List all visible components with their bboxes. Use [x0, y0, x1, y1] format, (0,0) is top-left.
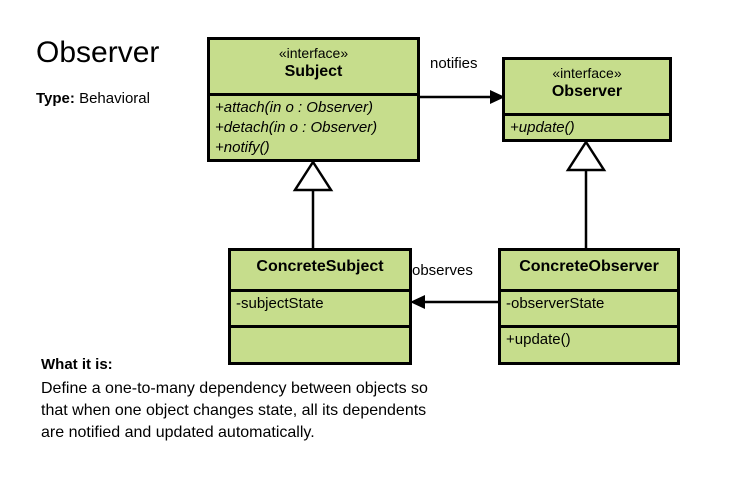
- association-observes: [410, 295, 498, 309]
- operation-attach: +attach(in o : Observer): [215, 99, 373, 116]
- class-name-concreteobserver: ConcreteObserver: [519, 258, 659, 275]
- operation-detach: +detach(in o : Observer): [215, 119, 378, 136]
- association-notifies: [420, 90, 505, 104]
- class-box-concretesubject[interactable]: ConcreteSubject -subjectState: [228, 248, 412, 365]
- page-title: Observer: [36, 36, 160, 69]
- operation-update-observer: +update(): [510, 119, 575, 136]
- stereotype-subject: «interface»: [278, 45, 349, 61]
- class-box-observer[interactable]: «interface» Observer +update(): [502, 57, 672, 142]
- pattern-type-label: Type:: [36, 90, 75, 107]
- pattern-type-line: Type: Behavioral: [36, 90, 150, 108]
- description-text: Define a one-to-many dependency between …: [41, 380, 428, 441]
- attributes-compartment-concreteobserver: -observerState: [501, 289, 677, 325]
- stereotype-observer: «interface»: [552, 65, 622, 81]
- operations-compartment-concreteobserver: +update(): [501, 325, 677, 368]
- operations-compartment-concretesubject: [231, 325, 409, 368]
- description-heading: What it is:: [41, 356, 113, 373]
- attributes-compartment-concretesubject: -subjectState: [231, 289, 409, 325]
- class-name-concretesubject: ConcreteSubject: [256, 258, 384, 275]
- operation-update-concreteobserver: +update(): [506, 331, 571, 348]
- pattern-type-value: Behavioral: [79, 90, 150, 107]
- class-box-concreteobserver[interactable]: ConcreteObserver -observerState +update(…: [498, 248, 680, 365]
- class-name-subject: Subject: [284, 63, 343, 80]
- operations-compartment-observer: +update(): [505, 113, 669, 145]
- class-box-subject[interactable]: «interface» Subject +attach(in o : Obser…: [207, 37, 420, 162]
- class-name-observer: Observer: [551, 83, 623, 100]
- generalization-concreteobserver-to-observer: [565, 139, 607, 248]
- class-header-observer: «interface» Observer: [505, 60, 669, 113]
- attribute-subjectstate: -subjectState: [236, 295, 324, 312]
- operation-notify: +notify(): [215, 139, 270, 156]
- class-header-subject: «interface» Subject: [210, 40, 417, 93]
- edge-label-observes: observes: [412, 262, 473, 279]
- operations-compartment-subject: +attach(in o : Observer) +detach(in o : …: [210, 93, 417, 165]
- edge-label-notifies: notifies: [430, 55, 478, 72]
- attribute-observerstate: -observerState: [506, 295, 605, 312]
- generalization-concretesubject-to-subject: [292, 159, 334, 248]
